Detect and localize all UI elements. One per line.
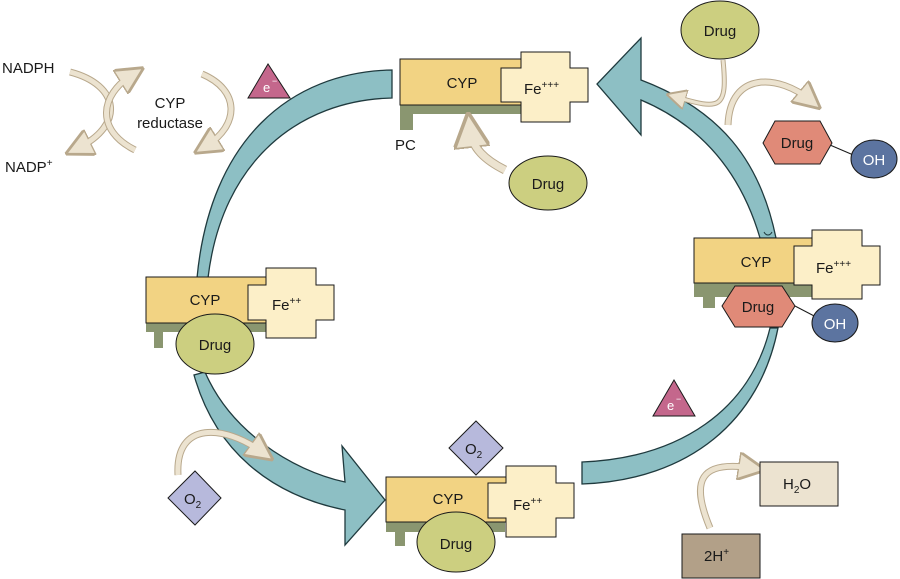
svg-text:CYP: CYP [741,254,772,271]
oxygen-diamond-bound: O2 [448,420,504,476]
svg-text:Drug: Drug [440,536,473,553]
oxygen-diamond-free: O2 [167,470,222,526]
iron-cross [793,229,881,300]
svg-text:H2O: H2O [783,476,811,496]
pc-bar [400,104,527,130]
nadph-label: NADPH [2,60,55,77]
cycle-arrow-right-to-top [596,36,777,239]
svg-text:Drug: Drug [781,135,814,152]
released-drug: Drug [680,0,760,60]
svg-text:Drug: Drug [704,23,737,40]
cycle-arrow-left-to-bottom [193,371,386,547]
svg-text:e: e [667,398,674,413]
nadp-label: NADP+ [5,158,53,176]
svg-text:Drug: Drug [742,299,775,316]
cyp-complex-top: CYP Fe+++ [399,51,589,130]
cyp-complex-left: CYP Fe++ Drug [145,267,335,375]
svg-text:2H+: 2H+ [704,547,729,565]
svg-text:Fe++: Fe++ [513,496,542,514]
svg-text:OH: OH [824,316,847,333]
water-box: H2O [759,461,839,507]
proton-box: 2H+ [681,533,761,579]
svg-text:CYP: CYP [447,75,478,92]
svg-text:e: e [263,80,270,95]
product-drug-oh: Drug OH [762,120,898,179]
svg-text:−: − [676,394,681,404]
electron-triangle-right: e − [652,379,696,417]
svg-text:Drug: Drug [532,176,565,193]
iron-cross [487,465,575,538]
svg-text:Fe+++: Fe+++ [816,259,851,277]
svg-text:−: − [272,76,277,86]
cyp-complex-right: CYP Fe+++ Drug OH [693,229,881,343]
svg-text:CYP: CYP [433,491,464,508]
iron-cross [247,267,335,339]
cyp-complex-bottom: CYP Fe++ Drug [385,465,575,573]
svg-text:Drug: Drug [199,337,232,354]
svg-text:Fe++: Fe++ [272,296,301,314]
cycle-arrow-top-to-left [196,69,393,279]
svg-text:OH: OH [863,152,886,169]
iron-cross [500,51,589,123]
cyp-reductase-line2: reductase [137,115,203,132]
svg-text:Fe+++: Fe+++ [524,80,559,98]
cycle-arrow-bottom-to-right [581,327,779,485]
cyp-reductase-line1: CYP [155,95,186,112]
incoming-drug: Drug [508,155,588,211]
svg-text:CYP: CYP [190,292,221,309]
electron-triangle-top: e − [247,63,291,99]
pc-label: PC [395,137,416,154]
